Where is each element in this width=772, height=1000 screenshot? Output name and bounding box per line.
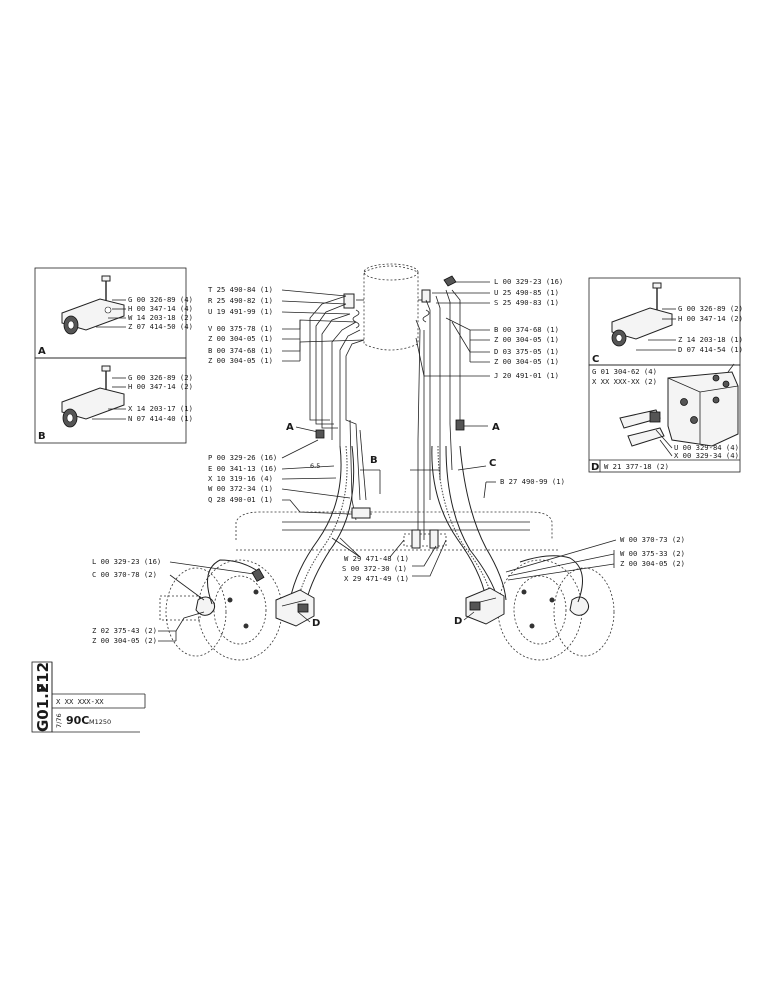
left-mid-label-1: E 00 341-13 (16) [208,464,277,473]
valve-block-drawing [619,363,739,447]
left-caliper [195,568,315,627]
left-mid-label-3: W 00 372-34 (1) [208,484,273,493]
inset-c-label-1: H 00 347-14 (2) [678,314,743,323]
right-mid-label-2: W 00 375-33 (2) [620,549,685,558]
left-tube-bundle [309,295,367,521]
inset-a-label-3: Z 07 414-50 (4) [128,322,193,331]
center-label-1: S 00 372-30 (1) [342,564,407,573]
inset-d-footer: W 21 377-18 (2) [604,462,669,471]
left-upper-label-0: T 25 490-84 (1) [208,285,273,294]
inset-d-label-0: U 00 329-84 (4) [674,443,739,452]
inset-a-letter: A [38,346,46,357]
center-label-0: W 29 471-48 (1) [344,554,409,563]
inset-b-label-2: X 14 203-17 (1) [128,404,193,413]
right-upper-label-1: U 25 490-85 (1) [494,288,559,297]
sheet-ref-no: X XX XXX-XX [56,697,104,706]
right-upper-label-5: D 03 375-05 (1) [494,347,559,356]
left-mid-label-0: P 00 329-26 (16) [208,453,277,462]
view-markers: A A B C D D 6.5 [286,419,500,629]
inset-b-label-0: G 00 326-89 (2) [128,373,193,382]
right-feed-line [519,555,583,603]
clamp-a-drawing [61,275,125,335]
right-upper-label-2: S 25 490-83 (1) [494,298,559,307]
axle-frame [235,507,560,551]
inset-d-letter: D [591,462,599,473]
inset-b-label-3: N 07 414-40 (1) [128,414,193,423]
view-letter-a-left: A [286,422,294,433]
clamp-b-drawing [61,365,125,428]
left-upper-label-3: V 00 375-78 (1) [208,324,273,333]
right-upper-callouts: L 00 329-23 (16) U 25 490-85 (1) S 25 49… [415,277,563,380]
right-upper-label-6: Z 00 304-05 (1) [494,357,559,366]
right-upper-label-0: L 00 329-23 (16) [494,277,563,286]
center-callouts: W 29 471-48 (1) S 00 372-30 (1) X 29 471… [331,537,447,583]
inset-c-letter: C [592,354,599,365]
inset-a-label-0: G 00 326-89 (4) [128,295,193,304]
inset-b-label-1: H 00 347-14 (2) [128,382,193,391]
right-tube-bundle [410,289,461,540]
right-mid-label-3: Z 00 304-05 (2) [620,559,685,568]
left-lower-callouts: L 00 329-23 (16) C 00 370-78 (2) Z 02 37… [92,557,255,645]
detail-marker: 6.5 [310,462,320,470]
left-lower-label-2: Z 02 375-43 (2) [92,626,157,635]
right-upper-label-4: Z 00 304-05 (1) [494,335,559,344]
left-mid-callouts: P 00 329-26 (16) E 00 341-13 (16) X 10 3… [208,439,351,515]
right-mid-callouts: B 27 490-99 (1) W 00 370-73 (2) W 00 375… [483,477,685,581]
inset-a: G 00 326-89 (4) H 00 347-14 (4) W 14 203… [34,267,193,359]
sheet-model: 90C [66,714,89,727]
title-block: F12 G01.2 X XX XXX-XX 7/76 90C M1250 [31,661,146,733]
sheet-code-line2: G01.2 [34,683,52,732]
left-upper-callouts: T 25 490-84 (1) R 25 490-82 (1) U 19 491… [208,285,365,365]
right-mid-label-0: B 27 490-99 (1) [500,477,565,486]
inset-d: G 01 304-62 (4) X XX XXX-XX (2) U 00 329… [588,363,741,473]
left-wheel [159,559,283,661]
sheet-code-line1: F12 [34,662,52,693]
left-upper-label-4: Z 00 304-05 (1) [208,334,273,343]
inset-d-header-1: X XX XXX-XX (2) [592,377,657,386]
view-letter-c: C [489,458,496,469]
view-letter-d-right: D [454,616,462,627]
left-mid-label-4: Q 28 490-01 (1) [208,495,273,504]
left-feed-line [207,559,257,605]
view-letter-d-left: D [312,618,320,629]
inset-c-label-3: D 07 414-54 (1) [678,345,743,354]
left-lower-label-1: C 00 370-78 (2) [92,570,157,579]
left-lower-label-0: L 00 329-23 (16) [92,557,161,566]
inset-d-header-0: G 01 304-62 (4) [592,367,657,376]
left-upper-label-6: Z 00 304-05 (1) [208,356,273,365]
left-upper-label-5: B 00 374-68 (1) [208,346,273,355]
sheet-page-small: 7/76 [55,713,63,728]
inset-b-letter: B [38,431,46,442]
inset-a-label-2: W 14 203-18 (2) [128,313,193,322]
brake-reservoir [343,263,457,351]
flex-hoses [289,445,507,603]
inset-a-label-1: H 00 347-14 (4) [128,304,193,313]
right-wheel [497,559,615,661]
inset-c-label-0: G 00 326-89 (2) [678,304,743,313]
view-letter-b: B [370,455,378,466]
left-mid-label-2: X 10 319-16 (4) [208,474,273,483]
inset-c: G 00 326-89 (2) H 00 347-14 (2) Z 14 203… [588,277,743,366]
right-upper-label-3: B 00 374-68 (1) [494,325,559,334]
left-lower-label-3: Z 00 304-05 (2) [92,636,157,645]
inset-c-label-2: Z 14 203-18 (1) [678,335,743,344]
inset-d-label-1: X 00 329-34 (4) [674,451,739,460]
inset-b: G 00 326-89 (2) H 00 347-14 (2) X 14 203… [34,357,193,444]
right-mid-label-1: W 00 370-73 (2) [620,535,685,544]
center-label-2: X 29 471-49 (1) [344,574,409,583]
sheet-model-suffix: M1250 [89,718,111,726]
view-letter-a-right: A [492,422,500,433]
clamp-c-drawing [611,282,673,347]
right-upper-label-7: J 20 491-01 (1) [494,371,559,380]
left-upper-label-1: R 25 490-82 (1) [208,296,273,305]
right-caliper [465,587,590,625]
left-upper-label-2: U 19 491-99 (1) [208,307,273,316]
